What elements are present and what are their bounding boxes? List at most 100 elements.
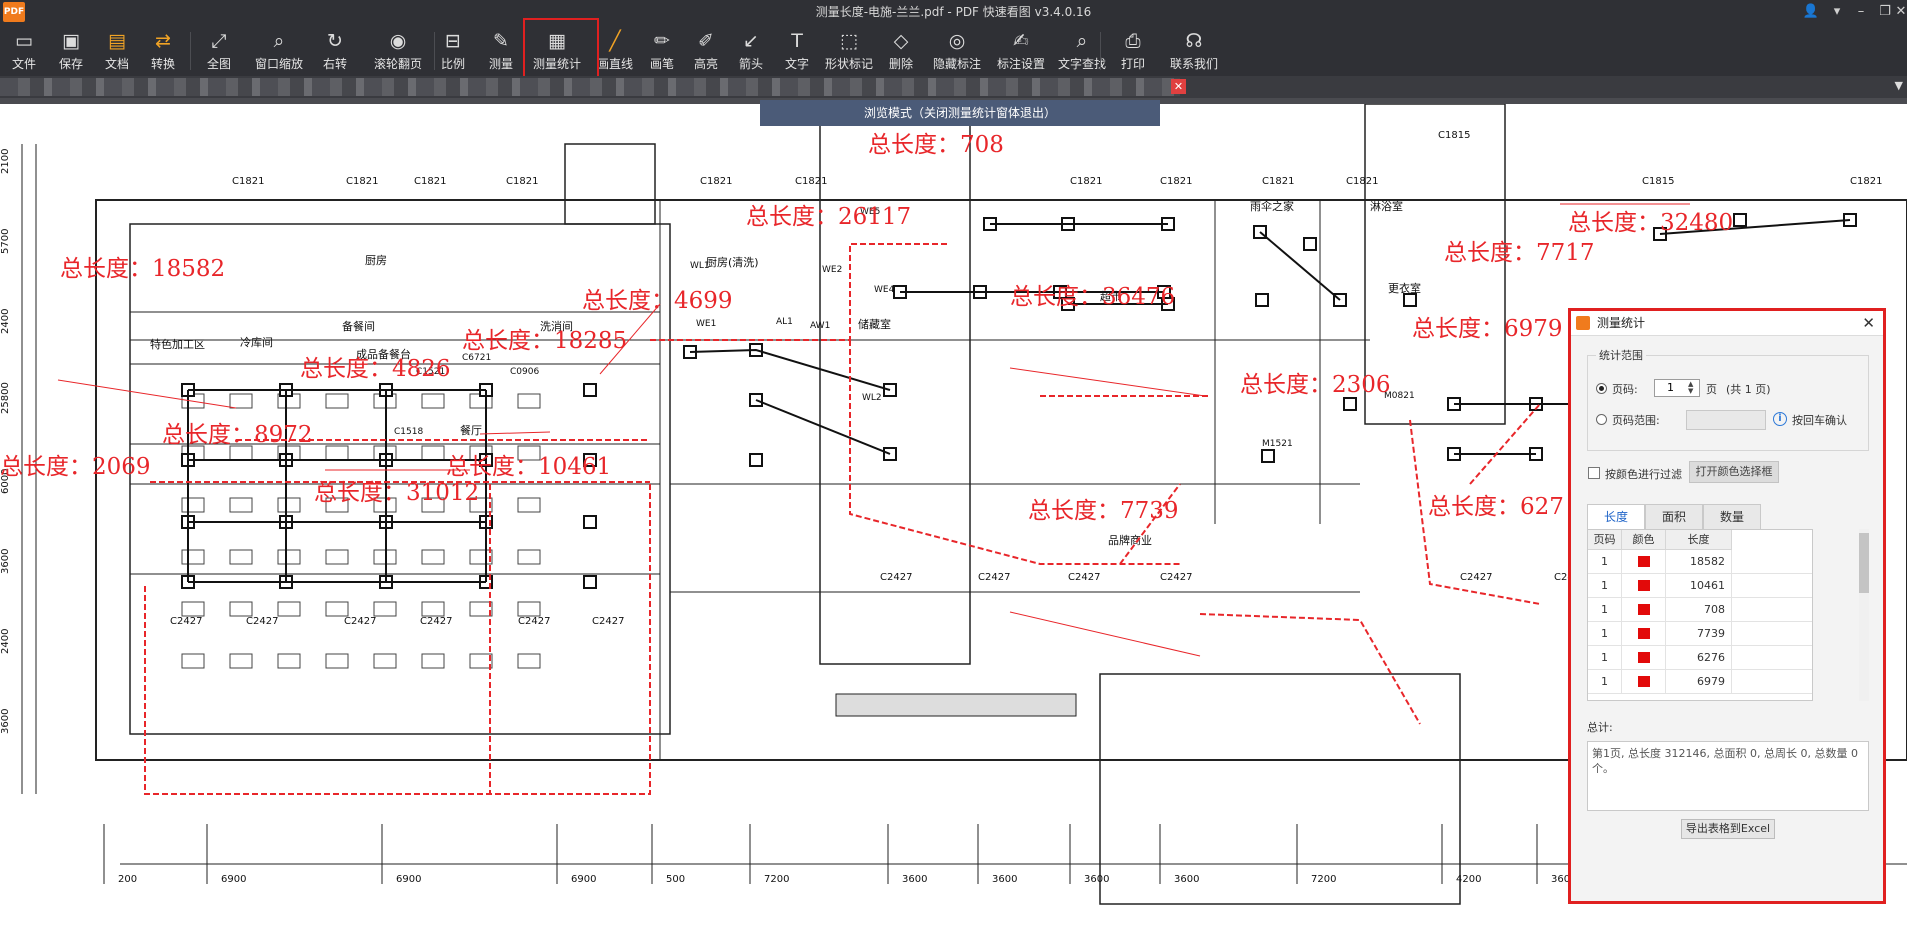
tab-close-icon[interactable]: ✕ (1171, 79, 1186, 94)
maximize-icon[interactable]: ❐ (1879, 4, 1891, 19)
export-excel-button[interactable]: 导出表格到Excel (1681, 819, 1775, 839)
toolbar-measure-button[interactable]: ✎测量 (478, 24, 524, 76)
document-tab[interactable] (0, 78, 1180, 96)
dining-table (421, 653, 445, 669)
toolbar-scroll-button[interactable]: ◉滚轮翻页 (366, 24, 430, 76)
measure-label[interactable]: 总长度：26117 (746, 204, 912, 230)
measure-label[interactable]: 总长度：627 (1428, 494, 1564, 520)
toolbar-hide-button[interactable]: ◎隐藏标注 (926, 24, 988, 76)
tab-length[interactable]: 长度 (1587, 504, 1645, 530)
page-range-input[interactable] (1686, 410, 1766, 430)
spin-arrows-icon[interactable]: ▲▼ (1688, 380, 1694, 395)
pen-icon: ✏ (654, 30, 670, 52)
toolbar-pen-button[interactable]: ✏画笔 (640, 24, 684, 76)
dropdown-icon[interactable]: ▾ (1833, 4, 1841, 19)
app-logo: PDF (3, 2, 25, 22)
minimize-icon[interactable]: – (1857, 4, 1865, 19)
toolbar-contact-button[interactable]: ☊联系我们 (1158, 24, 1230, 76)
toolbar-separator (1100, 32, 1101, 70)
measure-label[interactable]: 总长度：32480 (1568, 210, 1734, 236)
dining-table (229, 497, 253, 513)
measure-label[interactable]: 总长度：2069 (0, 454, 151, 480)
cell-page: 1 (1588, 622, 1622, 645)
tab-area[interactable]: 面积 (1645, 504, 1703, 530)
toolbar-highlight-button[interactable]: ✐高亮 (684, 24, 728, 76)
toolbar-zoom-button[interactable]: ⌕窗口缩放 (248, 24, 310, 76)
measure-label[interactable]: 总长度：8972 (162, 422, 313, 448)
toolbar-fit-button[interactable]: ⤢全图 (196, 24, 242, 76)
tab-menu-icon[interactable]: ▼ (1894, 79, 1903, 92)
measure-label[interactable]: 总长度：4699 (582, 288, 733, 314)
table-scrollbar[interactable] (1859, 529, 1869, 701)
toolbar-markset-button[interactable]: ✍标注设置 (988, 24, 1054, 76)
panel-close-icon[interactable]: ✕ (1862, 314, 1875, 332)
measure-label[interactable]: 总长度：708 (868, 132, 1004, 158)
toolbar-find-button[interactable]: ⌕文字查找 (1054, 24, 1110, 76)
wiring-run (1259, 231, 1341, 301)
toolbar-print-button[interactable]: ⎙打印 (1110, 24, 1156, 76)
room-label-9: 特色加工区 (150, 337, 205, 351)
measure-label[interactable]: 总长度：4826 (300, 356, 451, 382)
dimension-bottom-4: 500 (666, 874, 685, 885)
dimension-left-1: 5700 (0, 229, 11, 254)
close-icon[interactable]: ✕ (1895, 4, 1907, 19)
toolbar-highlight-label: 高亮 (693, 57, 718, 71)
toolbar-doc-button[interactable]: ▤文档 (94, 24, 140, 76)
toolbar-save-button[interactable]: ▣保存 (48, 24, 94, 76)
dining-table (181, 497, 205, 513)
room-label-6: 储藏室 (858, 317, 891, 331)
tab-count[interactable]: 数量 (1703, 504, 1761, 530)
dimension-left-3: 25800 (0, 382, 11, 414)
measure-label[interactable]: 总长度：7717 (1444, 240, 1595, 266)
light-fixture (1403, 293, 1417, 307)
toolbar-shape-button[interactable]: ⬚形状标记 (820, 24, 878, 76)
document-icon: ▤ (108, 30, 126, 52)
page-spinbox[interactable]: 1 ▲▼ (1654, 379, 1700, 397)
table-scroll-thumb[interactable] (1859, 533, 1869, 593)
measure-label[interactable]: 总长度：10461 (446, 454, 612, 480)
measure-label[interactable]: 总长度：7739 (1028, 498, 1179, 524)
window-label-top-1: C1821 (346, 176, 378, 187)
printer-icon: ⎙ (1125, 30, 1141, 52)
toolbar-file-button[interactable]: ▭文件 (0, 24, 48, 76)
open-color-picker-button[interactable]: 打开颜色选择框 (1689, 461, 1779, 483)
total-summary: 第1页, 总长度 312146, 总面积 0, 总周长 0, 总数量 0个。 (1587, 741, 1869, 811)
toolbar-line-label: 画直线 (596, 57, 633, 71)
toolbar-convert-button[interactable]: ⇄转换 (140, 24, 186, 76)
dining-table (325, 653, 349, 669)
panel-title: 测量统计 (1597, 316, 1646, 330)
measure-label[interactable]: 总长度：31012 (314, 480, 480, 506)
dining-table (421, 549, 445, 565)
color-filter-checkbox[interactable] (1588, 467, 1600, 479)
toolbar-rotate-label: 右转 (322, 57, 347, 71)
toolbar-rotate-button[interactable]: ↻右转 (312, 24, 358, 76)
window-label-top-0: C1821 (232, 176, 264, 187)
cell-color (1622, 574, 1666, 597)
panel-title-bar[interactable]: 测量统计 ✕ (1571, 311, 1883, 336)
measure-label[interactable]: 总长度：18582 (60, 256, 226, 282)
user-icon[interactable]: 👤 (1802, 4, 1820, 19)
toolbar-arrow-button[interactable]: ↙箭头 (728, 24, 774, 76)
arrow-icon: ↙ (743, 30, 759, 52)
dining-table (373, 653, 397, 669)
measure-label[interactable]: 总长度：18285 (462, 328, 628, 354)
radio-page-range[interactable] (1596, 414, 1607, 425)
window-label-top-10: C1815 (1438, 130, 1470, 141)
window-label-top-8: C1821 (1262, 176, 1294, 187)
measure-label[interactable]: 总长度：6979 (1412, 316, 1563, 342)
measure-label[interactable]: 总长度：36476 (1010, 284, 1176, 310)
toolbar-erase-button[interactable]: ◇删除 (878, 24, 924, 76)
measure-label[interactable]: 总长度：2306 (1240, 372, 1391, 398)
radio-page[interactable] (1596, 383, 1607, 394)
toolbar-line-button[interactable]: ╱画直线 (590, 24, 640, 76)
eye-hide-icon: ◎ (948, 30, 966, 52)
toolbar-scale-button[interactable]: ⊟比例 (430, 24, 476, 76)
toolbar-stats-button[interactable]: ▦测量统计 (524, 24, 590, 76)
